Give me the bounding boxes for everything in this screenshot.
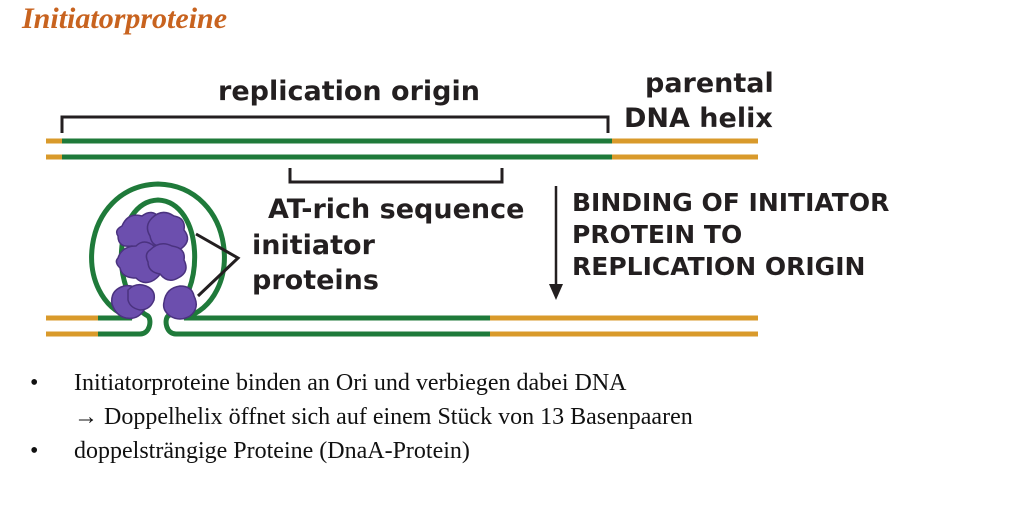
binding-label-line2: PROTEIN TO	[572, 220, 742, 249]
initiator-label-line2: proteins	[252, 265, 379, 296]
bullet-text: doppelsträngige Proteine (DnaA-Protein)	[74, 438, 470, 464]
bullet-subtext: Doppelhelix öffnet sich auf einem Stück …	[104, 404, 693, 430]
bullet-dot: •	[30, 438, 39, 464]
bound-origin-strand-outer	[89, 181, 490, 321]
initiator-label-line1: initiator	[252, 230, 376, 261]
bullet-text: Initiatorproteine binden an Ori und verb…	[74, 370, 627, 396]
at-rich-label: AT-rich sequence	[268, 194, 524, 225]
replication-origin-bracket	[60, 115, 610, 133]
parental-label-line1: parental	[645, 68, 774, 99]
at-rich-bracket	[288, 168, 504, 184]
parental-dna-helix	[46, 138, 758, 160]
arrow-icon: →	[74, 404, 98, 430]
bullet-list: • Initiatorproteine binden an Ori und ve…	[22, 366, 693, 468]
binding-label-line1: BINDING OF INITIATOR	[572, 188, 889, 217]
bound-dna-helix	[46, 181, 758, 337]
parental-label-line2: DNA helix	[624, 103, 773, 134]
process-arrow	[549, 186, 563, 300]
replication-origin-label: replication origin	[218, 76, 480, 107]
bullet-dot: •	[30, 370, 39, 396]
binding-label-line3: REPLICATION ORIGIN	[572, 252, 865, 281]
bullet-item: • doppelsträngige Proteine (DnaA-Protein…	[22, 434, 693, 468]
initiator-protein-diagram: replication origin parental DNA helix AT…	[46, 68, 889, 337]
initiator-protein-cluster	[111, 211, 197, 320]
bullet-subline: →Doppelhelix öffnet sich auf einem Stück…	[74, 400, 693, 434]
bound-origin-strand-inner	[98, 197, 490, 337]
bullet-item: • Initiatorproteine binden an Ori und ve…	[22, 366, 693, 434]
slide-title: Initiatorproteine	[22, 2, 228, 35]
initiator-pointer-lines	[195, 232, 241, 298]
